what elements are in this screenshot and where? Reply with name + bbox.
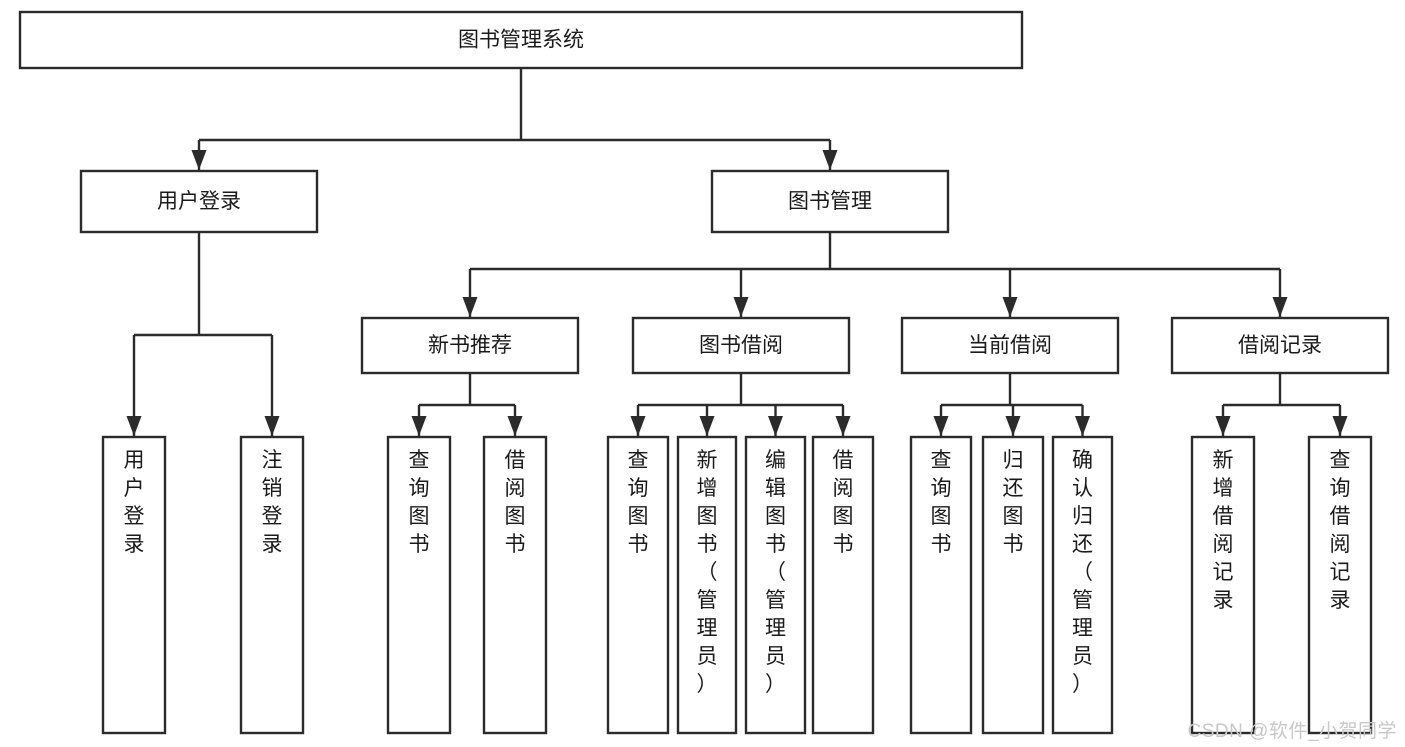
csdn-watermark: CSDN @软件_小贺同学 <box>1187 721 1397 742</box>
node-box-current-borrow <box>900 316 1120 375</box>
node-label-leaf-user-login: 用户登录 <box>124 449 145 556</box>
node-box-leaf-return-book <box>981 435 1045 735</box>
node-user-login[interactable]: 用户登录 <box>79 169 319 234</box>
node-leaf-query-record[interactable]: 查询借阅记录 <box>1307 435 1373 735</box>
node-leaf-query-book-1[interactable]: 查询图书 <box>386 435 452 735</box>
node-label-leaf-borrow-book-1: 借阅图书 <box>505 449 526 556</box>
node-label-borrow-record: 借阅记录 <box>1238 334 1322 357</box>
node-label-book-manage: 图书管理 <box>788 190 872 213</box>
node-box-leaf-query-book-2 <box>606 435 670 735</box>
node-leaf-query-book-2[interactable]: 查询图书 <box>606 435 670 735</box>
edges-layer <box>126 68 1348 436</box>
node-current-borrow[interactable]: 当前借阅 <box>900 316 1120 375</box>
node-label-leaf-add-record: 新增借阅记录 <box>1213 449 1234 612</box>
node-leaf-query-book-3[interactable]: 查询图书 <box>909 435 973 735</box>
node-box-book-manage <box>710 169 950 234</box>
node-book-borrow[interactable]: 图书借阅 <box>631 316 851 375</box>
node-box-leaf-query-book-3 <box>909 435 973 735</box>
node-label-leaf-add-book: 新增图书（管理员） <box>697 449 718 696</box>
node-label-leaf-borrow-book-2: 借阅图书 <box>833 449 854 556</box>
node-new-book-rec[interactable]: 新书推荐 <box>360 316 580 375</box>
node-leaf-borrow-book-2[interactable]: 借阅图书 <box>811 435 875 735</box>
node-label-leaf-edit-book: 编辑图书（管理员） <box>765 449 786 696</box>
node-box-new-book-rec <box>360 316 580 375</box>
node-box-borrow-record <box>1170 316 1390 375</box>
node-label-root: 图书管理系统 <box>458 29 584 52</box>
node-leaf-borrow-book-1[interactable]: 借阅图书 <box>482 435 548 735</box>
node-leaf-user-login[interactable]: 用户登录 <box>101 435 167 735</box>
node-label-leaf-query-book-1: 查询图书 <box>409 449 430 556</box>
node-box-leaf-add-record <box>1190 435 1256 735</box>
node-box-leaf-query-book-1 <box>386 435 452 735</box>
node-box-leaf-logout <box>239 435 305 735</box>
node-box-leaf-add-book <box>676 435 738 735</box>
node-label-leaf-query-book-2: 查询图书 <box>628 449 649 556</box>
node-box-book-borrow <box>631 316 851 375</box>
node-label-book-borrow: 图书借阅 <box>699 334 783 357</box>
node-leaf-add-book[interactable]: 新增图书（管理员） <box>676 435 738 735</box>
node-label-leaf-query-book-3: 查询图书 <box>931 449 952 556</box>
node-box-leaf-confirm-return <box>1051 435 1114 735</box>
node-borrow-record[interactable]: 借阅记录 <box>1170 316 1390 375</box>
node-leaf-logout[interactable]: 注销登录 <box>239 435 305 735</box>
node-box-leaf-edit-book <box>744 435 807 735</box>
node-label-leaf-confirm-return: 确认归还（管理员） <box>1072 449 1093 696</box>
node-label-leaf-query-record: 查询借阅记录 <box>1330 449 1351 612</box>
node-label-leaf-return-book: 归还图书 <box>1003 449 1024 556</box>
node-box-root <box>18 10 1024 70</box>
node-label-current-borrow: 当前借阅 <box>968 334 1052 357</box>
node-leaf-return-book[interactable]: 归还图书 <box>981 435 1045 735</box>
node-box-leaf-borrow-book-2 <box>811 435 875 735</box>
node-leaf-confirm-return[interactable]: 确认归还（管理员） <box>1051 435 1114 735</box>
nodes-layer: 图书管理系统用户登录图书管理新书推荐图书借阅当前借阅借阅记录用户登录注销登录查询… <box>18 10 1390 735</box>
node-box-leaf-borrow-book-1 <box>482 435 548 735</box>
node-box-user-login <box>79 169 319 234</box>
node-label-user-login: 用户登录 <box>157 190 241 213</box>
node-label-new-book-rec: 新书推荐 <box>428 334 512 357</box>
node-box-leaf-user-login <box>101 435 167 735</box>
node-root[interactable]: 图书管理系统 <box>18 10 1024 70</box>
node-leaf-edit-book[interactable]: 编辑图书（管理员） <box>744 435 807 735</box>
node-book-manage[interactable]: 图书管理 <box>710 169 950 234</box>
node-label-leaf-logout: 注销登录 <box>262 449 283 556</box>
node-leaf-add-record[interactable]: 新增借阅记录 <box>1190 435 1256 735</box>
node-box-leaf-query-record <box>1307 435 1373 735</box>
